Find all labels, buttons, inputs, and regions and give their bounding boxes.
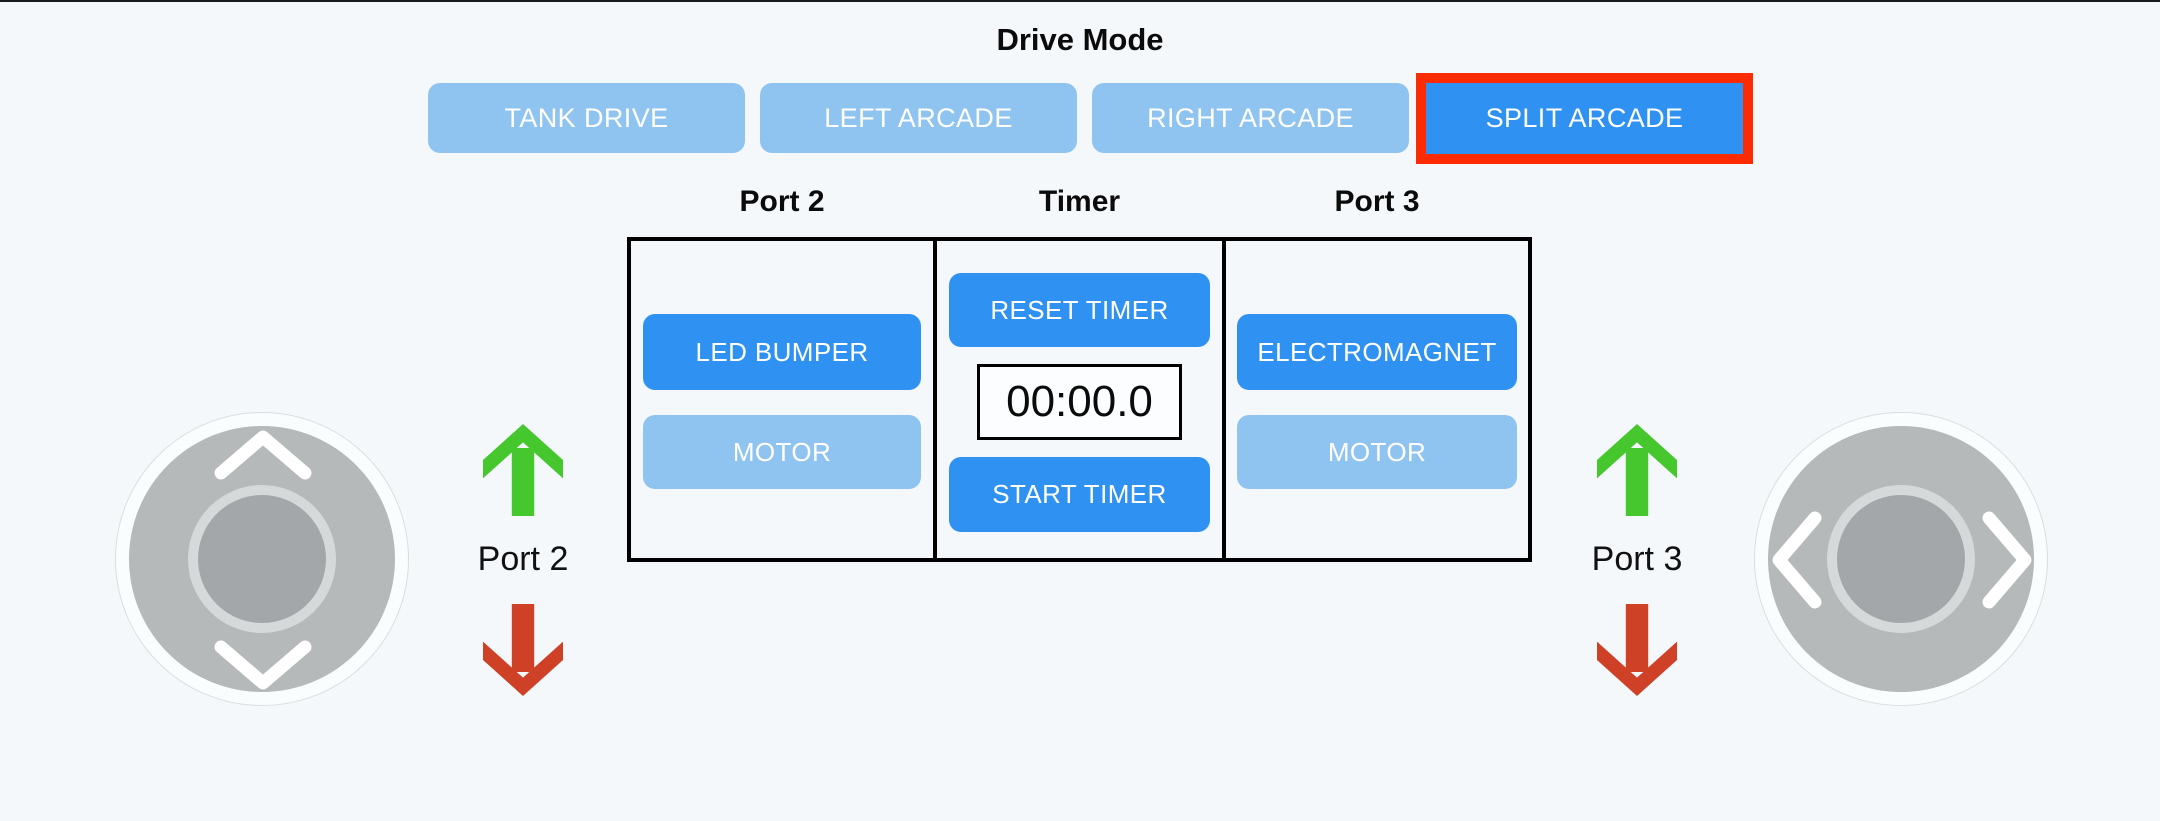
red-down-arrow-icon bbox=[483, 604, 563, 696]
left-arcade-button[interactable]: LEFT ARCADE bbox=[760, 83, 1077, 153]
split-arcade-button[interactable]: SPLIT ARCADE bbox=[1426, 83, 1743, 154]
port3-motor-button[interactable]: MOTOR bbox=[1237, 415, 1517, 489]
start-timer-button[interactable]: START TIMER bbox=[949, 457, 1210, 532]
timer-display: 00:00.0 bbox=[977, 364, 1182, 440]
electromagnet-button[interactable]: ELECTROMAGNET bbox=[1237, 314, 1517, 390]
right-port-label: Port 3 bbox=[1591, 540, 1683, 578]
chevron-right-icon bbox=[1982, 511, 2032, 609]
port2-motor-button[interactable]: MOTOR bbox=[643, 415, 921, 489]
left-port-label: Port 2 bbox=[477, 540, 569, 578]
chevron-left-icon bbox=[1772, 511, 1822, 609]
timer-cell: RESET TIMER 00:00.0 START TIMER bbox=[933, 241, 1226, 558]
timer-header: Timer bbox=[1038, 185, 1121, 218]
port2-header: Port 2 bbox=[739, 185, 825, 218]
selected-mode-highlight: SPLIT ARCADE bbox=[1416, 73, 1753, 164]
chevron-down-icon bbox=[214, 640, 312, 690]
green-up-arrow-icon bbox=[483, 424, 563, 516]
chevron-up-icon bbox=[214, 430, 312, 480]
top-divider bbox=[0, 0, 2160, 2]
led-bumper-button[interactable]: LED BUMPER bbox=[643, 314, 921, 390]
left-joystick-knob[interactable] bbox=[188, 485, 336, 633]
port3-cell: ELECTROMAGNET MOTOR bbox=[1226, 241, 1528, 558]
right-joystick-knob[interactable] bbox=[1827, 485, 1975, 633]
left-joystick[interactable] bbox=[115, 412, 409, 706]
port3-header: Port 3 bbox=[1334, 185, 1420, 218]
port2-cell: LED BUMPER MOTOR bbox=[631, 241, 933, 558]
reset-timer-button[interactable]: RESET TIMER bbox=[949, 273, 1210, 347]
devices-panel: LED BUMPER MOTOR RESET TIMER 00:00.0 STA… bbox=[627, 237, 1532, 562]
tank-drive-button[interactable]: TANK DRIVE bbox=[428, 83, 745, 153]
right-joystick[interactable] bbox=[1754, 412, 2048, 706]
right-arcade-button[interactable]: RIGHT ARCADE bbox=[1092, 83, 1409, 153]
green-up-arrow-icon bbox=[1597, 424, 1677, 516]
page-title: Drive Mode bbox=[996, 22, 1164, 57]
red-down-arrow-icon bbox=[1597, 604, 1677, 696]
